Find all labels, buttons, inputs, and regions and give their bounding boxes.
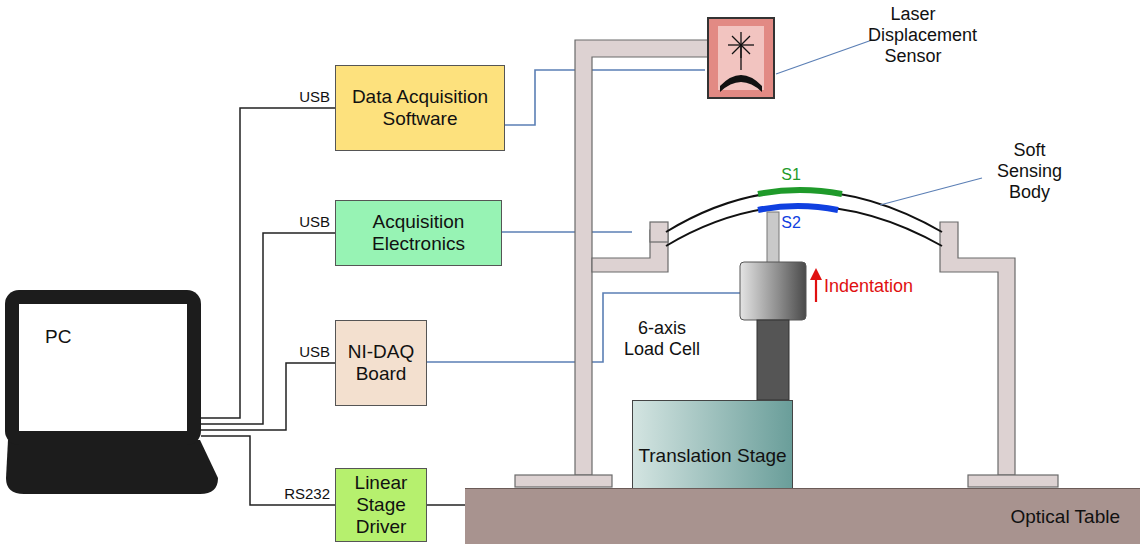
- load-cell: [740, 262, 806, 320]
- node-text: Data Acquisition Software: [336, 86, 504, 130]
- node-text: Translation Stage: [638, 445, 786, 467]
- sensor-s2: [758, 206, 838, 210]
- load-cell-neck: [757, 320, 789, 400]
- node-text: PC: [45, 326, 71, 348]
- cable-line: [201, 233, 335, 424]
- port-label: USB: [298, 343, 331, 360]
- laptop-base: [6, 440, 218, 494]
- annotation-label: Indentation: [824, 276, 913, 297]
- sensor-s1: [758, 190, 842, 194]
- indenter-rod: [767, 212, 779, 264]
- port-label: RS232: [283, 485, 331, 502]
- laptop-screen: PC: [19, 304, 187, 431]
- node-text: NI-DAQ Board: [336, 341, 426, 385]
- cable-line: [201, 108, 335, 418]
- part-label: Laser Displacement Sensor: [868, 4, 958, 67]
- software-box: Data Acquisition Software: [335, 65, 505, 151]
- part-label: 6-axis Load Cell: [618, 318, 706, 360]
- computer: PC: [5, 290, 201, 445]
- laser-sensor: [708, 18, 774, 98]
- sensor-label: S1: [780, 164, 802, 185]
- indentation-arrow: [815, 278, 817, 302]
- node-text: Optical Table: [1011, 506, 1121, 528]
- leader-line: [776, 40, 872, 74]
- part-label: Soft Sensing Body: [982, 140, 1077, 203]
- daq-box: NI-DAQ Board: [335, 320, 427, 406]
- node-text: Acquisition Electronics: [336, 211, 501, 255]
- cable-line: [201, 363, 335, 430]
- driver-box: Linear Stage Driver: [335, 468, 427, 542]
- arrow-head: [810, 268, 822, 280]
- electronics-box: Acquisition Electronics: [335, 200, 502, 266]
- optical-table: Optical Table: [465, 488, 1140, 544]
- leader-line: [880, 178, 982, 205]
- port-label: USB: [298, 88, 331, 105]
- node-text: Linear Stage Driver: [336, 472, 426, 538]
- cable-line: [201, 436, 335, 505]
- sensor-label: S2: [780, 212, 802, 233]
- port-label: USB: [298, 213, 331, 230]
